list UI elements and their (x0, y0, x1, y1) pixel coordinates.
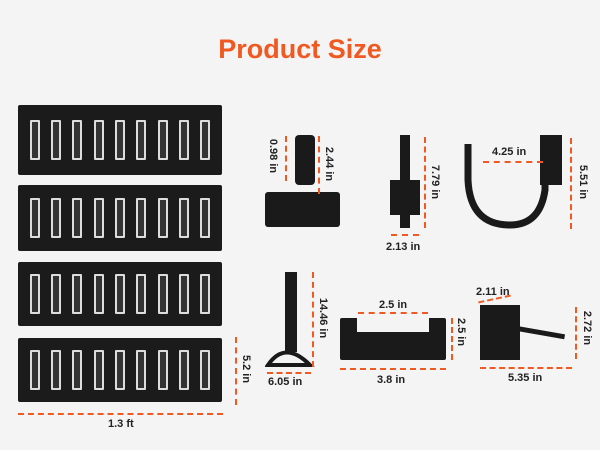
dimension-label: 2.5 in (379, 299, 408, 311)
dimension-line (358, 312, 428, 314)
rail-slot (114, 350, 125, 390)
dimension-label: 2.13 in (386, 241, 421, 253)
rail-slot (178, 120, 189, 160)
dimension-line (18, 413, 223, 415)
rail-slot (50, 120, 61, 160)
dimension-line (391, 234, 419, 236)
rail-slot (29, 120, 40, 160)
rail-slot (50, 198, 61, 238)
dimension-label: 14.46 in (317, 297, 330, 339)
dimension-label: 3.8 in (377, 374, 406, 386)
dimension-label: 2.44 in (323, 146, 336, 182)
rail-slot (200, 198, 211, 238)
mount-arm (514, 325, 566, 340)
rail-slot (93, 198, 104, 238)
rail-slot (29, 274, 40, 314)
dimension-line (480, 367, 572, 369)
dimension-line (267, 372, 311, 374)
dimension-line (424, 137, 426, 228)
rail-slot (72, 350, 83, 390)
rail-slot (178, 198, 189, 238)
rail-slot (29, 198, 40, 238)
rail-slot (136, 198, 147, 238)
rail-slot (72, 198, 83, 238)
dimension-label: 4.25 in (492, 146, 527, 158)
dimension-line (312, 272, 314, 367)
dimension-line (451, 318, 453, 360)
rail-slot (114, 198, 125, 238)
dimension-line (235, 337, 237, 405)
ratchet-base (265, 192, 340, 227)
e-track-rail (18, 105, 222, 175)
dimension-label: 7.79 in (429, 164, 442, 200)
rail-slot (50, 350, 61, 390)
dimension-line (483, 161, 543, 163)
rail-slot (136, 120, 147, 160)
dimension-line (570, 138, 572, 229)
rail-slot (93, 120, 104, 160)
rail-slot (114, 120, 125, 160)
rail-slot (93, 350, 104, 390)
dimension-label: 5.2 in (240, 354, 253, 384)
rail-slot (200, 120, 211, 160)
block-cutout (357, 318, 429, 332)
rail-slot (178, 274, 189, 314)
rail-slot (72, 120, 83, 160)
rail-slot (72, 274, 83, 314)
rail-slot (157, 350, 168, 390)
rail-slot (136, 274, 147, 314)
dimension-label: 6.05 in (268, 376, 303, 388)
rail-slot (200, 350, 211, 390)
dimension-label: 5.35 in (508, 372, 543, 384)
strap-handle (265, 350, 315, 367)
rail-slot (29, 350, 40, 390)
rail-slot (157, 120, 168, 160)
e-track-rail (18, 185, 222, 251)
strap (285, 272, 297, 352)
rail-slot (114, 274, 125, 314)
page-title: Product Size (218, 34, 382, 64)
rail-slot (50, 274, 61, 314)
mount-plate (480, 305, 520, 360)
dimension-label: 2.5 in (455, 317, 468, 347)
rail-slot (93, 274, 104, 314)
dimension-label: 2.72 in (581, 310, 594, 346)
dimension-label: 5.51 in (577, 164, 590, 200)
dimension-label: 2.11 in (476, 286, 510, 298)
rail-slot (157, 274, 168, 314)
dimension-line (340, 368, 446, 370)
dimension-line (318, 136, 320, 194)
dimension-line (285, 136, 287, 181)
dimension-label: 1.3 ft (108, 418, 134, 430)
rail-slot (157, 198, 168, 238)
ratchet-handle (295, 135, 315, 185)
dimension-line (575, 307, 577, 359)
rail-slot (200, 274, 211, 314)
bar-plate (390, 180, 420, 215)
rail-slot (136, 350, 147, 390)
e-track-rail (18, 338, 222, 402)
e-track-rail (18, 262, 222, 326)
dimension-label: 0.98 in (267, 138, 280, 174)
j-hook (464, 135, 562, 229)
rail-slot (178, 350, 189, 390)
